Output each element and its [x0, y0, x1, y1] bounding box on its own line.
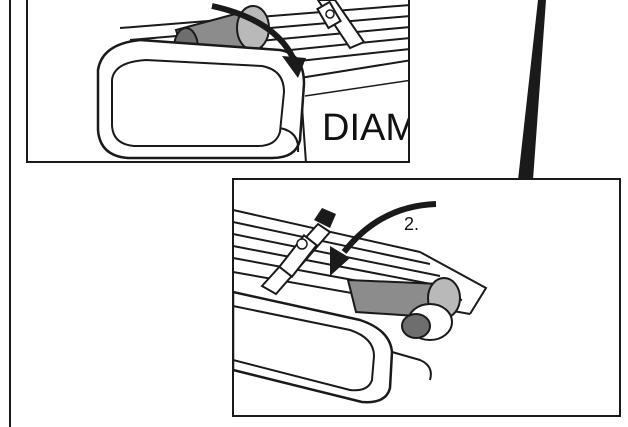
label-plate: DIAM	[300, 60, 417, 163]
front-pad	[98, 40, 304, 158]
plate-label: DIAM	[322, 107, 417, 149]
panel-bottom: 2.	[233, 179, 620, 416]
step-label: 2.	[404, 214, 419, 234]
panel-top: DIAM	[27, 0, 417, 163]
vertical-rod	[518, 0, 546, 180]
